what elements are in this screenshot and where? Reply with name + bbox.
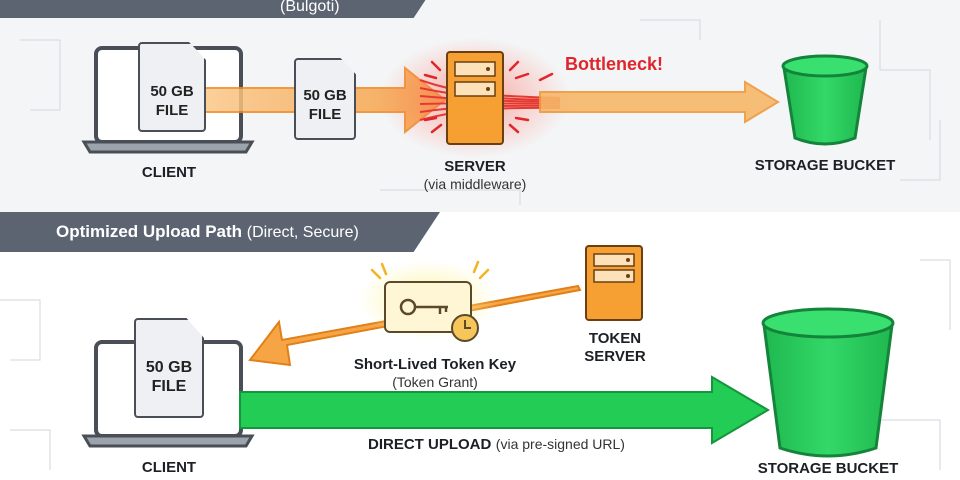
optimized-banner-title: Optimized Upload Path	[56, 222, 243, 241]
server-to-storage-arrow	[539, 80, 780, 124]
file-label-text-bottom: FILE	[151, 378, 187, 395]
storage-bucket-icon	[781, 54, 869, 146]
storage-label-bottom: STORAGE BUCKET	[757, 460, 899, 477]
token-key-card	[384, 281, 479, 342]
moving-file-label-text: FILE	[308, 106, 342, 123]
client-label: CLIENT	[141, 164, 197, 181]
token-sparks	[370, 260, 490, 280]
bottleneck-sparks	[423, 60, 554, 134]
legacy-banner-subtitle: (Bulgoti)	[280, 0, 340, 15]
storage-bucket-icon-bottom	[761, 307, 895, 458]
optimized-banner-subtitle: (Direct, Secure)	[246, 224, 359, 241]
token-grant-arrow	[248, 284, 582, 367]
server-icon	[446, 51, 504, 145]
storage-label: STORAGE BUCKET	[754, 157, 896, 174]
file-label-text: FILE	[155, 102, 189, 119]
bottleneck-callout: Bottleneck!	[565, 54, 664, 74]
server-label: SERVER	[444, 158, 506, 175]
client-label-bottom: CLIENT	[141, 459, 197, 476]
file-size-text-bottom: 50 GB	[145, 359, 193, 376]
moving-file-icon: 50 GB FILE	[294, 58, 356, 140]
token-server-icon	[585, 245, 643, 321]
file-icon: 50 GB FILE	[138, 42, 206, 132]
circuit-decoration	[0, 19, 951, 470]
file-icon-bottom: 50 GB FILE	[134, 318, 204, 418]
direct-upload-label: DIRECT UPLOAD	[368, 436, 492, 453]
token-key-sublabel: (Token Grant)	[392, 374, 478, 390]
token-server-label-line2: SERVER	[584, 348, 646, 365]
optimized-path-banner: Optimized Upload Path (Direct, Secure)	[0, 212, 440, 252]
direct-upload-arrow	[239, 375, 770, 445]
direct-upload-caption: DIRECT UPLOAD (via pre-signed URL)	[368, 436, 625, 454]
token-server-label-line1: TOKEN	[588, 330, 642, 347]
server-sublabel: (via middleware)	[423, 176, 527, 192]
token-server-label: TOKEN SERVER	[580, 330, 650, 366]
legacy-path-banner: (Bulgoti)	[0, 0, 440, 18]
moving-file-size-text: 50 GB	[303, 87, 347, 104]
direct-upload-sublabel: (via pre-signed URL)	[495, 436, 625, 452]
file-size-text: 50 GB	[150, 83, 194, 100]
token-key-label: Short-Lived Token Key	[353, 356, 517, 373]
